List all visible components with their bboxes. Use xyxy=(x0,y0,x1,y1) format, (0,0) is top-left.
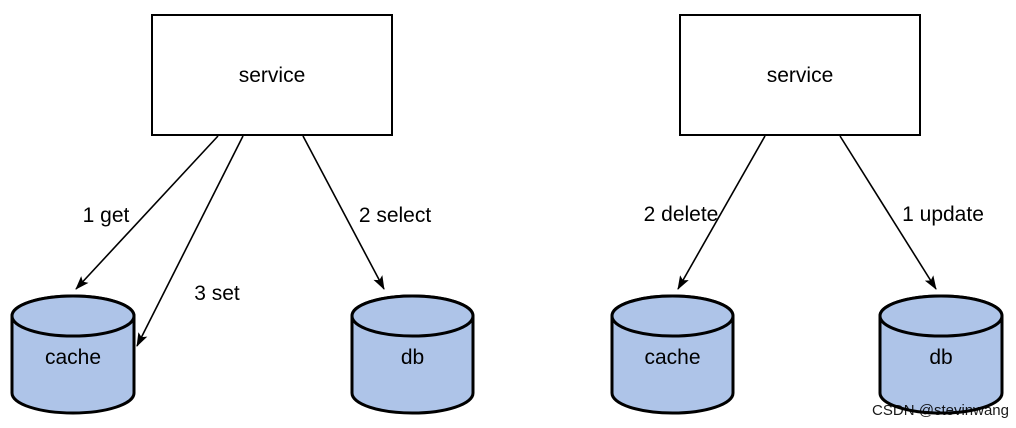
service-box xyxy=(679,14,921,136)
cache-cylinder: cache xyxy=(10,294,136,415)
edge-update-arrow xyxy=(839,135,937,290)
edge-get-label: 1 get xyxy=(83,204,130,227)
edge-delete-arrow xyxy=(677,135,766,290)
cache-label: cache xyxy=(644,346,700,369)
edge-select-label: 2 select xyxy=(359,204,432,227)
edge-update-label: 1 update xyxy=(902,203,984,226)
edge-delete-label: 2 delete xyxy=(644,203,719,226)
panel-write-path: service 2 delete 1 update cache db xyxy=(610,14,1004,415)
panel-read-path: service 1 get 3 set 2 select cache db xyxy=(10,14,475,415)
cache-label: cache xyxy=(45,346,101,369)
service-box-label: service xyxy=(239,64,306,87)
edge-select-arrow xyxy=(302,135,385,290)
db-label: db xyxy=(401,346,424,369)
cache-cylinder: cache xyxy=(610,294,735,415)
edge-set-label: 3 set xyxy=(194,282,240,305)
watermark: CSDN @stevinwang xyxy=(872,402,1009,419)
db-cylinder: db xyxy=(350,294,475,415)
db-cylinder: db xyxy=(878,294,1004,415)
service-box-label: service xyxy=(767,64,834,87)
edge-get-arrow xyxy=(75,135,219,290)
edge-set-arrow xyxy=(136,135,244,347)
db-label: db xyxy=(929,346,952,369)
service-box xyxy=(151,14,393,136)
